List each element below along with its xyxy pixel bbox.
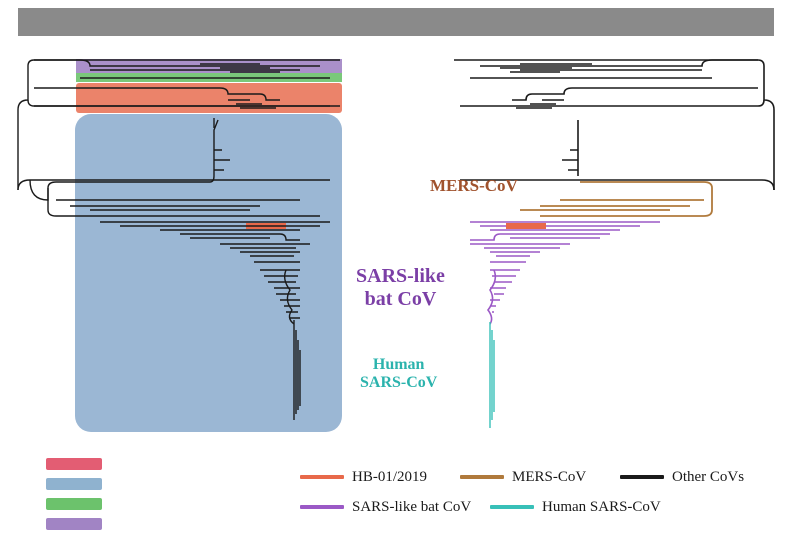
hb01-highlight-right bbox=[506, 223, 546, 229]
sars-like-branches bbox=[470, 221, 660, 325]
legend-label-hb01: HB-01/2019 bbox=[352, 468, 427, 485]
sars-like-label-line2: bat CoV bbox=[364, 288, 437, 310]
swatch-red bbox=[46, 458, 102, 470]
legend-item-mers: MERS-CoV bbox=[460, 469, 620, 486]
left-tree-branches bbox=[17, 59, 340, 420]
legend-item-hb01: HB-01/2019 bbox=[300, 469, 460, 486]
swatch-purple bbox=[46, 518, 102, 530]
mers-branches bbox=[520, 181, 713, 217]
right-tree-branches bbox=[454, 59, 775, 191]
human-label-line2: SARS-CoV bbox=[360, 374, 438, 392]
sars-like-bat-cov-label: SARS-like bat CoV bbox=[356, 265, 445, 311]
legend-item-other: Other CoVs bbox=[620, 469, 744, 486]
legend-line-sars-like bbox=[300, 505, 344, 509]
sars-like-label-line1: SARS-like bbox=[356, 265, 445, 287]
legend-item-human-sars: Human SARS-CoV bbox=[490, 499, 661, 516]
legend-item-sars-like: SARS-like bat CoV bbox=[300, 499, 490, 516]
human-sars-branches bbox=[489, 322, 495, 428]
legend-label-human-sars: Human SARS-CoV bbox=[542, 498, 661, 515]
legend-label-other: Other CoVs bbox=[672, 468, 745, 485]
blue-clade-box bbox=[75, 114, 342, 432]
swatch-green bbox=[46, 498, 102, 510]
mers-cov-label: MERS-CoV bbox=[430, 176, 518, 195]
legend-row-1: HB-01/2019 MERS-CoV Other CoVs bbox=[300, 462, 780, 492]
legend-label-mers: MERS-CoV bbox=[512, 468, 587, 485]
header-bar bbox=[18, 8, 774, 36]
legend-label-sars-like: SARS-like bat CoV bbox=[352, 498, 472, 515]
left-color-swatches bbox=[46, 458, 102, 538]
legend-line-human-sars bbox=[490, 505, 534, 509]
swatch-blue bbox=[46, 478, 102, 490]
legend-line-other bbox=[620, 475, 664, 479]
legend: HB-01/2019 MERS-CoV Other CoVs SARS-like… bbox=[300, 462, 780, 522]
human-sars-cov-label: Human SARS-CoV bbox=[360, 356, 437, 393]
legend-line-hb01 bbox=[300, 475, 344, 479]
human-label-line1: Human bbox=[372, 356, 425, 373]
legend-row-2: SARS-like bat CoV Human SARS-CoV bbox=[300, 492, 780, 522]
legend-line-mers bbox=[460, 475, 504, 479]
